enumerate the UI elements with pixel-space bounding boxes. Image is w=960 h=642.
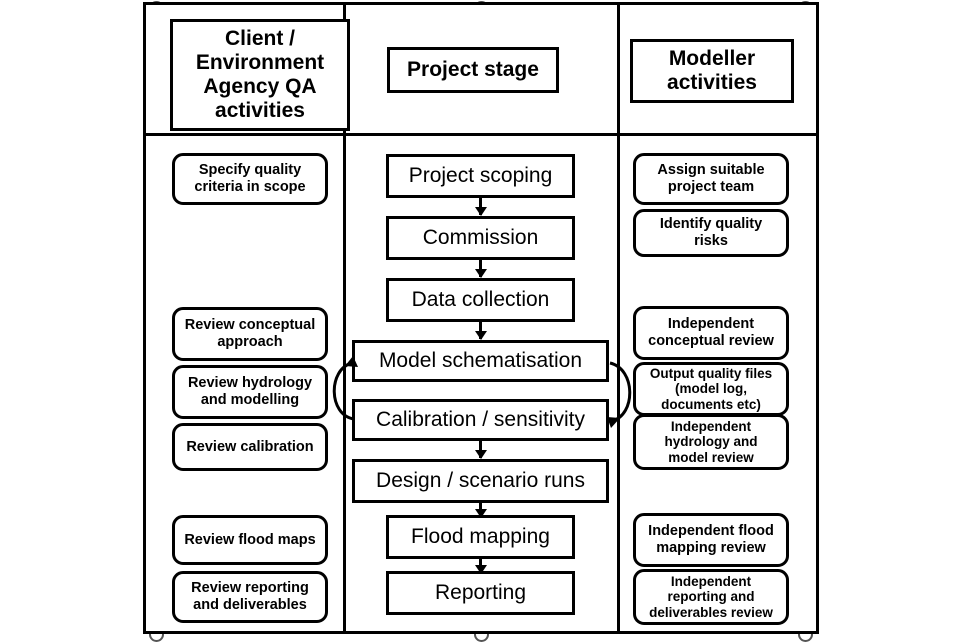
stage-model-schematisation[interactable]: Model schematisation [352, 340, 609, 382]
feedback-loop-right [607, 361, 632, 428]
connector-scoping-to-commission [479, 198, 482, 215]
client-activity-review-reporting-deliverables[interactable]: Review reporting and deliverables [172, 571, 328, 623]
stage-reporting[interactable]: Reporting [386, 571, 575, 615]
modeller-activity-independent-reporting-deliverables-review[interactable]: Independent reporting and deliverables r… [633, 569, 789, 625]
stage-design-scenario-runs[interactable]: Design / scenario runs [352, 459, 609, 503]
connector-design-runs-to-flood-mapping [479, 503, 482, 517]
client-activity-review-conceptual-approach[interactable]: Review conceptual approach [172, 307, 328, 361]
client-activity-review-hydrology-modelling[interactable]: Review hydrology and modelling [172, 365, 328, 419]
modeller-activity-independent-conceptual-review[interactable]: Independent conceptual review [633, 306, 789, 360]
stage-commission[interactable]: Commission [386, 216, 575, 260]
modeller-activity-independent-flood-mapping-review[interactable]: Independent flood mapping review [633, 513, 789, 567]
connector-data-collection-to-model-schematisation [479, 322, 482, 339]
connector-flood-mapping-to-reporting [479, 559, 482, 573]
client-activity-review-flood-maps[interactable]: Review flood maps [172, 515, 328, 565]
column-divider-left [343, 5, 346, 631]
stage-data-collection[interactable]: Data collection [386, 278, 575, 322]
modeller-activity-identify-quality-risks[interactable]: Identify quality risks [633, 209, 789, 257]
stage-flood-mapping[interactable]: Flood mapping [386, 515, 575, 559]
connector-commission-to-data-collection [479, 260, 482, 277]
modeller-activity-output-quality-files[interactable]: Output quality files (model log, documen… [633, 362, 789, 416]
client-activity-review-calibration[interactable]: Review calibration [172, 423, 328, 471]
stage-calibration-sensitivity[interactable]: Calibration / sensitivity [352, 399, 609, 441]
column-header-project-stage: Project stage [387, 47, 559, 93]
connector-calibration-to-design-runs [479, 441, 482, 458]
stage-project-scoping[interactable]: Project scoping [386, 154, 575, 198]
feedback-loop-left [332, 356, 358, 421]
column-divider-right [617, 5, 620, 631]
modeller-activity-assign-project-team[interactable]: Assign suitable project team [633, 153, 789, 205]
swimlane-diagram: Client / Environment Agency QA activitie… [143, 2, 819, 634]
modeller-activity-independent-hydrology-model-review[interactable]: Independent hydrology and model review [633, 414, 789, 470]
column-header-client: Client / Environment Agency QA activitie… [170, 19, 350, 131]
column-header-modeller: Modeller activities [630, 39, 794, 103]
header-row-divider [146, 133, 816, 136]
client-activity-specify-quality-criteria[interactable]: Specify quality criteria in scope [172, 153, 328, 205]
